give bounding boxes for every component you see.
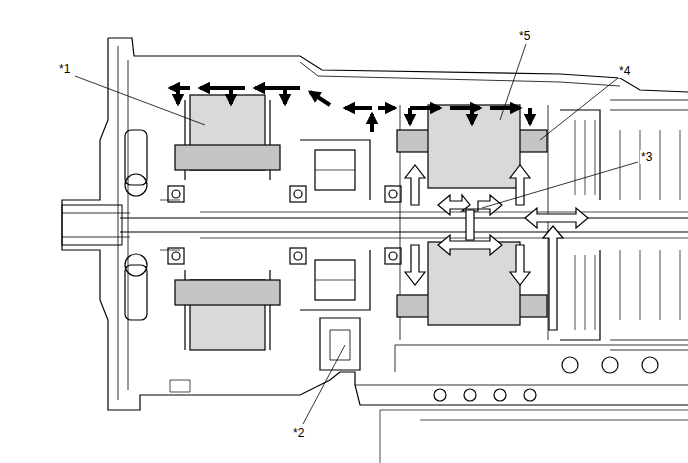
oil-flow-arrows [170, 88, 530, 132]
cooling-arrows [405, 165, 588, 330]
leader-lines [75, 44, 638, 424]
motor-generator-2 [397, 105, 547, 325]
callout-number: *2 [292, 426, 305, 440]
housing [62, 38, 688, 463]
callout-number: *4 [618, 64, 631, 78]
callout-number: *5 [518, 29, 531, 43]
motor-generator-1 [175, 95, 280, 350]
callout-number: *1 [58, 62, 71, 76]
callout-number: *3 [640, 150, 653, 164]
